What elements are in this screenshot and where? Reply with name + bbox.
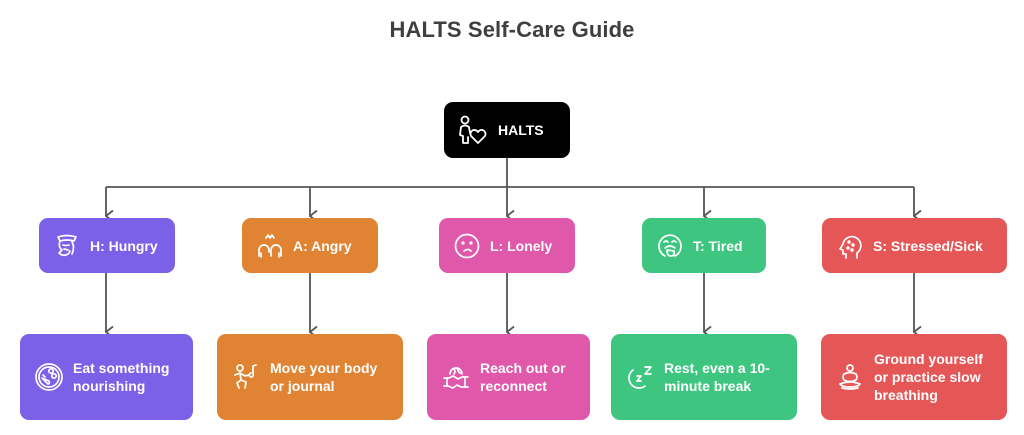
action-tired: Rest, even a 10-minute break [611,334,797,420]
root-label: HALTS [498,122,544,138]
category-tired: T: Tired [642,218,766,273]
category-stressed-sick: S: Stressed/Sick [822,218,1007,273]
action-hungry: Eat something nourishing [20,334,193,420]
category-label: T: Tired [693,237,743,254]
action-label: Rest, even a 10-minute break [664,360,770,394]
sad-face-icon [453,232,481,260]
category-label: H: Hungry [90,237,158,254]
category-hungry: H: Hungry [39,218,175,273]
action-label: Eat something nourishing [73,360,170,394]
action-lonely: Reach out or reconnect [427,334,590,420]
action-stressed-sick: Ground yourself or practice slow breathi… [821,334,1007,420]
category-label: L: Lonely [490,237,553,254]
diagram-title: HALTS Self-Care Guide [389,17,635,42]
action-label: Reach out or reconnect [480,360,566,394]
category-label: A: Angry [293,237,352,254]
dancing-person-music-icon [231,362,261,392]
category-angry: A: Angry [242,218,378,273]
healthy-food-plate-icon [34,362,64,392]
category-label: S: Stressed/Sick [873,237,983,254]
action-label: Move your body or journal [270,360,378,394]
category-lonely: L: Lonely [439,218,575,273]
action-angry: Move your body or journal [217,334,403,420]
root-node-halts: HALTS [444,102,570,158]
yawning-face-icon [656,232,684,260]
moon-sleep-zz-icon [625,362,655,392]
handshake-globe-icon [441,362,471,392]
hungry-face-icon [53,232,81,260]
action-label: Ground yourself or practice slow breathi… [874,351,983,403]
angry-people-icon [256,232,284,260]
person-heart-icon [456,113,490,147]
sick-head-icon [836,232,864,260]
meditation-icon [835,362,865,392]
